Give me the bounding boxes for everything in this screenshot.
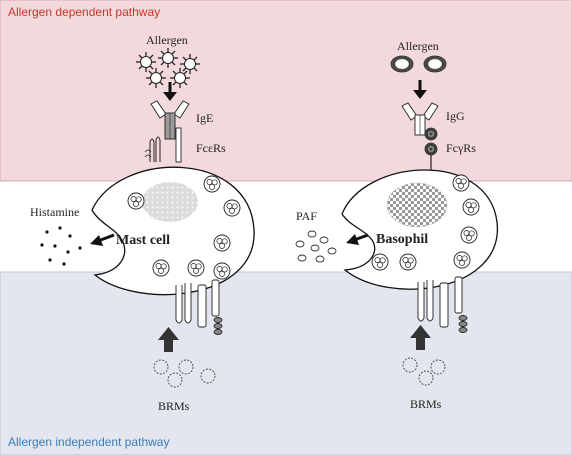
- basophil-nucleus: [386, 182, 448, 228]
- histamine-label: Histamine: [30, 205, 79, 219]
- arrow-down-icon: [163, 82, 177, 101]
- igg-label: IgG: [446, 109, 465, 123]
- fcg-receptor-icon: [424, 127, 438, 170]
- brm-arrow-up-icon: [158, 327, 179, 352]
- histamine-dots: [40, 226, 82, 266]
- mast-cell-nucleus: [142, 182, 198, 222]
- ring-allergen-icon: [390, 55, 447, 73]
- ige-antibody-icon: [150, 100, 190, 140]
- igg-antibody-icon: [401, 102, 439, 136]
- arrow-down-icon: [413, 80, 427, 99]
- dependent-pathway-title: Allergen dependent pathway: [8, 5, 160, 19]
- allergen-independent-band: [0, 271, 572, 455]
- mast-cell-label: Mast cell: [116, 233, 170, 248]
- independent-pathway-title: Allergen independent pathway: [8, 435, 169, 449]
- basophil-allergen-label: Allergen: [397, 39, 439, 53]
- fcg-receptor-label: FcγRs: [446, 141, 476, 155]
- brm-particles-right: [402, 357, 446, 386]
- brm-arrow-up-icon: [410, 325, 431, 350]
- paf-particles: [295, 230, 337, 263]
- histamine-release-arrow-icon: [90, 233, 115, 246]
- basophil-brms-label: BRMs: [410, 397, 442, 411]
- ige-label: IgE: [196, 111, 213, 125]
- mast-allergen-label: Allergen: [146, 33, 188, 47]
- brm-particles-left: [153, 359, 216, 388]
- allergen-dependent-band: [0, 0, 572, 182]
- mast-brms-label: BRMs: [158, 399, 190, 413]
- fce-receptor-label: FcεRs: [196, 141, 226, 155]
- paf-label: PAF: [296, 209, 317, 223]
- basophil-label: Basophil: [376, 232, 428, 247]
- basophil-membrane-receptors: [417, 276, 468, 333]
- paf-release-arrow-icon: [346, 233, 369, 245]
- fce-receptor-icon: [144, 127, 182, 163]
- mast-membrane-receptors: [175, 279, 223, 335]
